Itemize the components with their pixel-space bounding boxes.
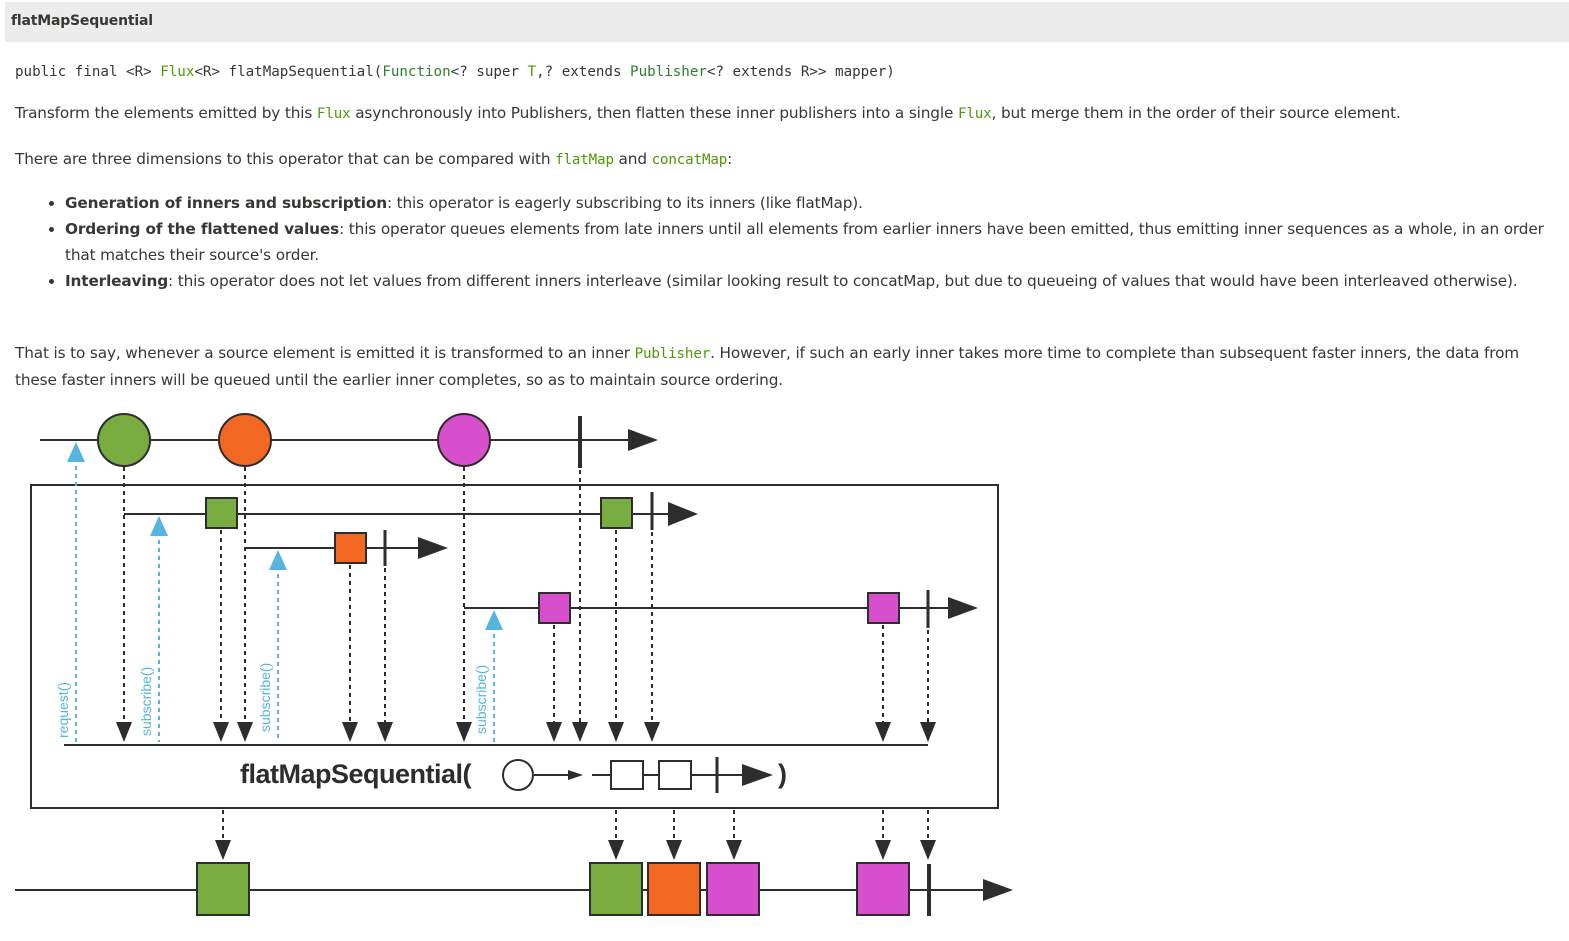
operator-glyph-box — [658, 760, 692, 790]
dimension-term: Interleaving — [65, 272, 169, 290]
dimension-term: Ordering of the flattened values — [65, 220, 340, 238]
publisher-type-link[interactable]: Publisher — [630, 64, 707, 80]
inner-timeline-orange — [245, 530, 448, 566]
output-marble-magenta — [856, 862, 910, 916]
dimension-term: Generation of inners and subscription — [65, 194, 387, 212]
p2-text-c: : — [727, 150, 733, 168]
operator-glyph-box — [610, 760, 644, 790]
signal-lines — [75, 458, 495, 742]
method-signature: public final <R> Flux<R> flatMapSequenti… — [15, 64, 895, 80]
subscribe-label: subscribe() — [257, 663, 273, 732]
output-drop-lines — [222, 810, 929, 842]
marble-diagram: request() subscribe() subscribe() subscr… — [15, 413, 1013, 916]
dimension-item: Ordering of the flattened values: this o… — [65, 216, 1565, 268]
emission-drop-lines — [123, 467, 929, 724]
sig-prefix: public final <R> — [15, 64, 161, 80]
source-marble-green — [97, 413, 151, 467]
source-timeline — [40, 413, 658, 468]
dimension-item: Generation of inners and subscription: t… — [65, 190, 1565, 216]
sig-mid1: <R> flatMapSequential( — [194, 64, 383, 80]
dimension-item: Interleaving: this operator does not let… — [65, 268, 1565, 294]
signal-arrowheads — [67, 442, 503, 630]
dimension-text: : this operator is eagerly subscribing t… — [386, 194, 863, 212]
function-type-link[interactable]: Function — [382, 64, 451, 80]
description-paragraph-2: There are three dimensions to this opera… — [15, 146, 732, 173]
output-timeline — [15, 862, 1013, 916]
p1-text-c: , but merge them in the order of their s… — [991, 104, 1401, 122]
member-title: flatMapSequential — [11, 13, 153, 29]
flux-link-2[interactable]: Flux — [957, 106, 992, 122]
member-header: flatMapSequential — [5, 2, 1569, 42]
p1-text-a: Transform the elements emitted by this — [15, 104, 317, 122]
dimensions-list: Generation of inners and subscription: t… — [46, 190, 1565, 294]
description-paragraph-1: Transform the elements emitted by this F… — [15, 100, 1401, 127]
p1-text-b: asynchronously into Publishers, then fla… — [350, 104, 958, 122]
output-marble-magenta — [706, 862, 760, 916]
subscribe-label: subscribe() — [138, 667, 154, 736]
closing-text-b: . However, if such an early inner takes … — [15, 344, 1520, 389]
sig-mid3: ,? extends — [536, 64, 631, 80]
inner-timeline-magenta — [464, 590, 978, 628]
flatmap-link[interactable]: flatMap — [555, 152, 614, 168]
closing-paragraph: That is to say, whenever a source elemen… — [15, 340, 1560, 393]
sig-suffix: <? extends R>> mapper) — [706, 64, 895, 80]
sig-mid2: <? super — [450, 64, 528, 80]
operator-close-paren: ) — [778, 759, 787, 789]
publisher-link[interactable]: Publisher — [634, 346, 711, 362]
output-marble-green — [589, 862, 643, 916]
closing-text-a: That is to say, whenever a source elemen… — [15, 344, 635, 362]
operator-label: flatMapSequential( ) — [240, 757, 787, 793]
source-marble-orange — [218, 413, 272, 467]
operator-glyph-circle — [502, 759, 534, 791]
operator-name: flatMapSequential( — [240, 759, 472, 789]
output-marble-green — [196, 862, 250, 916]
operator-box — [30, 484, 999, 809]
p2-text-a: There are three dimensions to this opera… — [15, 150, 556, 168]
flux-type-link[interactable]: Flux — [160, 64, 195, 80]
type-param-t: T — [527, 64, 537, 80]
output-marble-orange — [647, 862, 701, 916]
source-marble-magenta — [437, 413, 491, 467]
signal-labels: request() subscribe() subscribe() subscr… — [55, 663, 489, 738]
dimension-text: : this operator does not let values from… — [168, 272, 1518, 290]
dimension-text: : this operator queues elements from lat… — [65, 220, 1544, 264]
subscribe-label: subscribe() — [473, 665, 489, 734]
request-label: request() — [55, 682, 71, 738]
output-arrowheads — [215, 840, 936, 860]
flux-link-1[interactable]: Flux — [316, 106, 351, 122]
emission-arrowheads — [116, 722, 936, 742]
concatmap-link[interactable]: concatMap — [651, 152, 728, 168]
p2-text-b: and — [613, 150, 652, 168]
